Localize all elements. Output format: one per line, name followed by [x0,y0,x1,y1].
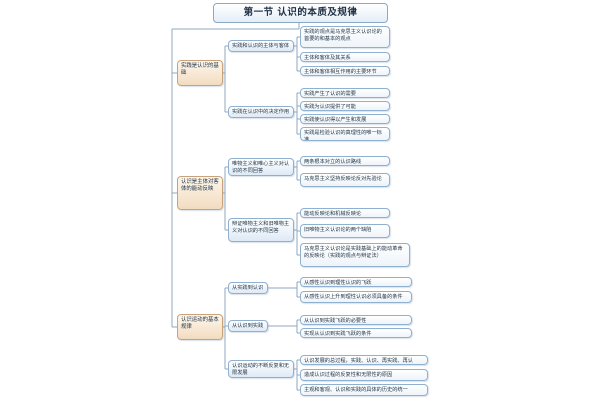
subtopic-node: 认识运动的不断反复和无限发展 [228,360,294,378]
subtopic-node: 从实践到认识 [228,282,268,294]
point-node: 实践产生了认识的需要 [300,88,390,98]
point-node: 从认识到实践飞跃的必要性 [300,315,412,325]
point-node: 能动反映论和机械反映论 [300,208,390,218]
point-node: 实践是检验认识的真理性的唯一标准 [300,127,390,141]
point-node: 实现从认识到实践飞跃的条件 [300,328,412,338]
point-node: 从感性认识上升到理性认识必须具备的条件 [300,291,412,303]
section-node: 认识是主体对客体的能动反映 [177,176,223,210]
point-node: 实践为认识提供了可能 [300,101,390,111]
point-node: 主体和客体相互作用的主要环节 [300,66,390,76]
subtopic-node: 实践在认识中的决定作用 [228,106,294,118]
point-node: 实践的观点是马克思主义认识论的首要的和基本的观点 [300,26,390,48]
point-node: 认识发展的总过程，实践、认识、再实践、再认识…… [300,355,428,365]
point-node: 马克思主义认识论是实践基础上的能动革命的反映论（实践的观点与辩证法） [300,243,410,267]
subtopic-node: 从认识到实践 [228,320,268,332]
subtopic-node: 实践和认识的主体与客体 [228,40,294,52]
subtopic-node: 辩证唯物主义和旧唯物主义对认识的不同回答 [228,218,294,242]
page-title: 第一节 认识的本质及规律 [213,3,388,23]
point-node: 实践使认识得以产生和发展 [300,114,390,124]
point-node: 造成认识过程的反复性和无限性的原因 [300,369,428,381]
point-node: 两条根本对立的认识路线 [300,156,390,166]
subtopic-node: 唯物主义和唯心主义对认识的不同回答 [228,158,294,176]
point-node: 马克思主义坚持反映论反对先验论 [300,173,390,187]
point-node: 主体和客体及其关系 [300,52,390,62]
section-node: 认识运动的基本规律 [177,314,223,340]
point-node: 主观和客观、认识和实践的具体的历史的统一 [300,384,428,396]
section-node: 实践是认识的基础 [177,60,223,86]
point-node: 旧唯物主义认识论的两个缺陷 [300,224,390,238]
point-node: 从感性认识到理性认识的飞跃 [300,277,412,287]
